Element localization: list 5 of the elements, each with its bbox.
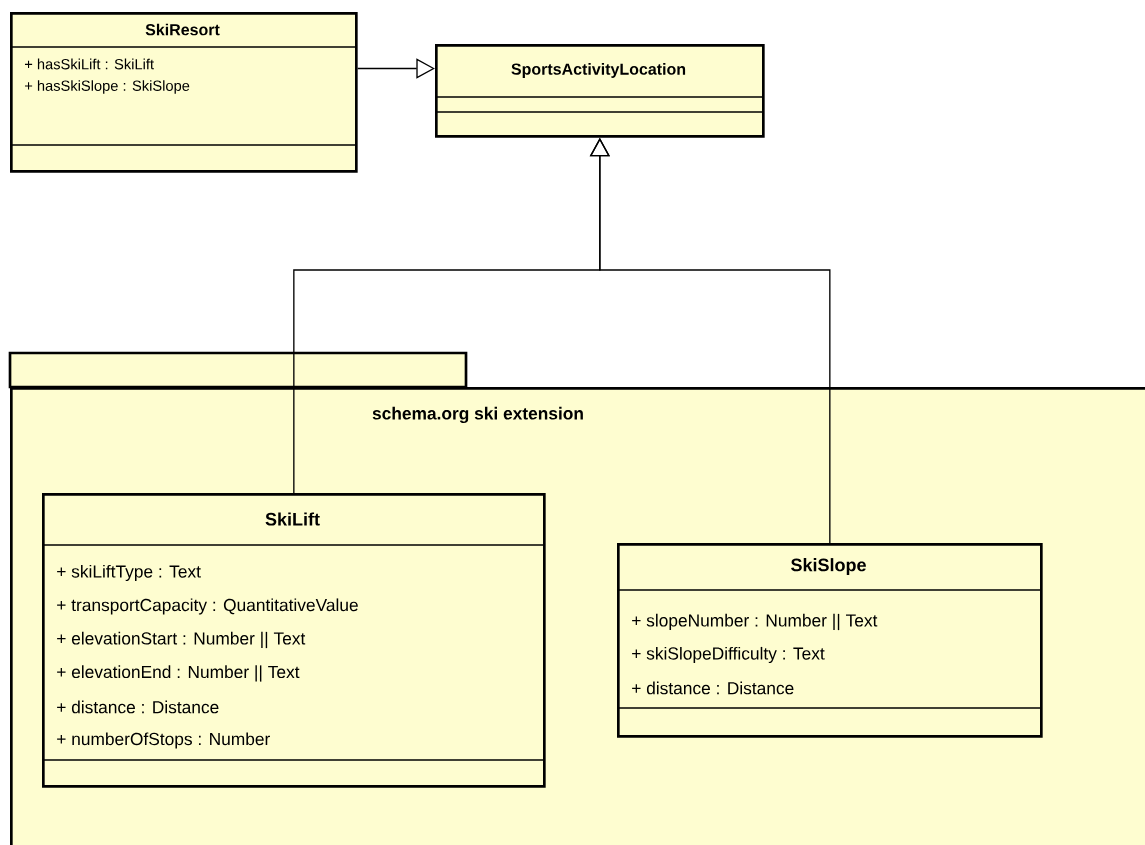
class-box: SkiSlope + slopeNumber : Number || Text + skiSlopeDifficulty : Text + distance : Distance	[616, 543, 1043, 738]
class-box: SkiLift + skiLiftType : Text + transportCapacity : QuantitativeValue + elevationStart : Number || Text + elevationEnd : Number || Text + distance : Distance + numberOfStops : Number	[41, 493, 546, 788]
generalization-arrow	[357, 58, 435, 79]
class-box: SportsActivityLocation	[434, 44, 765, 138]
class-box: SkiResort + hasSkiLift : SkiLift + hasSkiSlope : SkiSlope	[9, 12, 358, 173]
